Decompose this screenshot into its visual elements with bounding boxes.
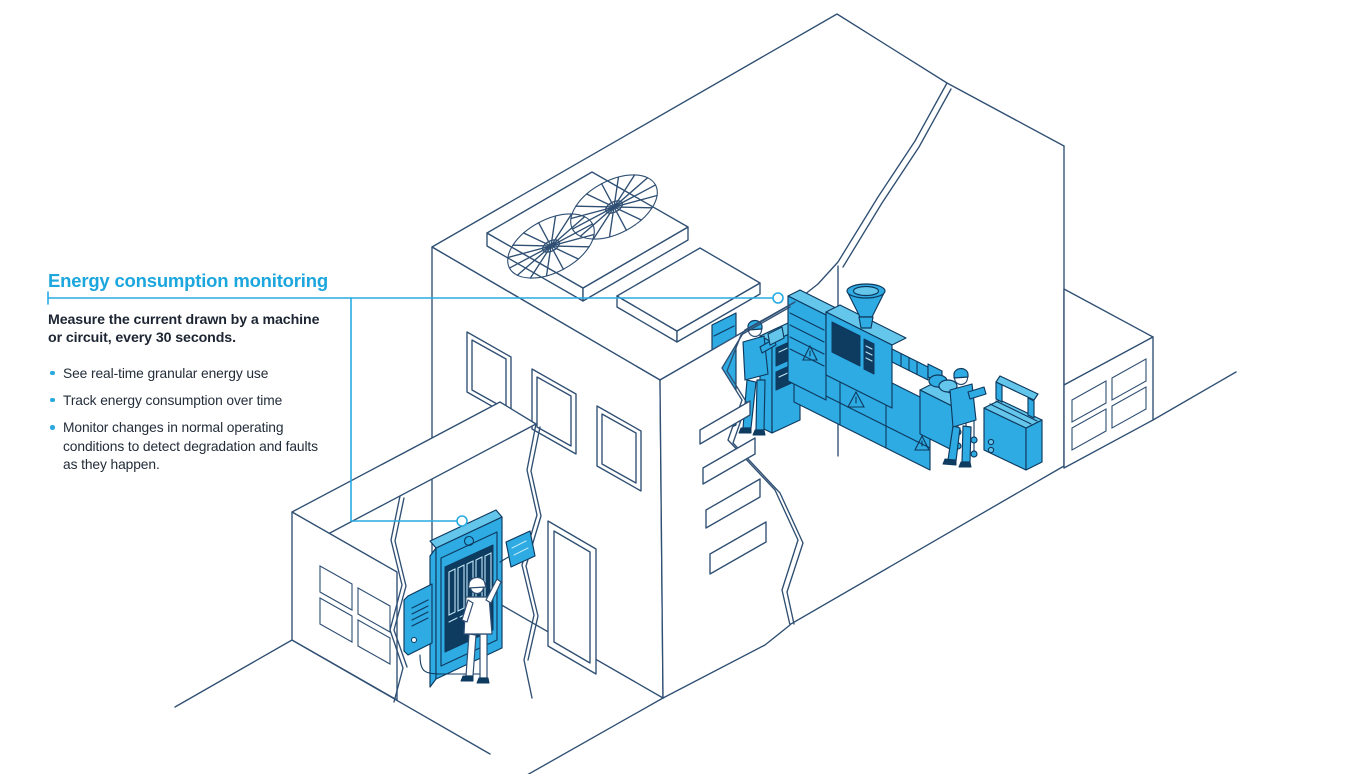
torn-wall-edge xyxy=(726,306,804,625)
sensor-cable xyxy=(419,654,487,675)
louver-vents-left xyxy=(319,565,391,665)
panel-keypad xyxy=(499,530,536,568)
hopper xyxy=(846,283,886,329)
worker-2 xyxy=(942,367,987,468)
sensor-box xyxy=(403,583,487,675)
torn-front-wall xyxy=(659,301,804,699)
warning-triangle-icons xyxy=(802,344,930,451)
worker-1 xyxy=(738,319,785,436)
cnc-table-machine xyxy=(983,375,1043,471)
room-torn-edge-right xyxy=(521,423,538,699)
injection-molding-machine xyxy=(787,283,978,471)
worker-3 xyxy=(460,576,502,684)
connector-line-1 xyxy=(47,291,784,305)
roof-fan-2 xyxy=(560,162,668,253)
roof-fan-1 xyxy=(497,201,605,292)
room-torn-edge-left xyxy=(389,495,404,703)
connector-endpoint-1 xyxy=(772,292,784,304)
door xyxy=(547,520,597,675)
wall-louver-slits xyxy=(699,400,767,575)
connector-endpoint-2 xyxy=(456,515,468,527)
connector-line-2 xyxy=(350,297,468,527)
louver-vents-right xyxy=(1071,358,1147,451)
rooftop-fan-unit xyxy=(486,162,689,302)
window-2 xyxy=(531,368,577,455)
right-annex xyxy=(1063,288,1154,469)
panel-room xyxy=(291,401,542,703)
window-3 xyxy=(596,405,642,492)
torn-roof-edge xyxy=(842,88,952,268)
